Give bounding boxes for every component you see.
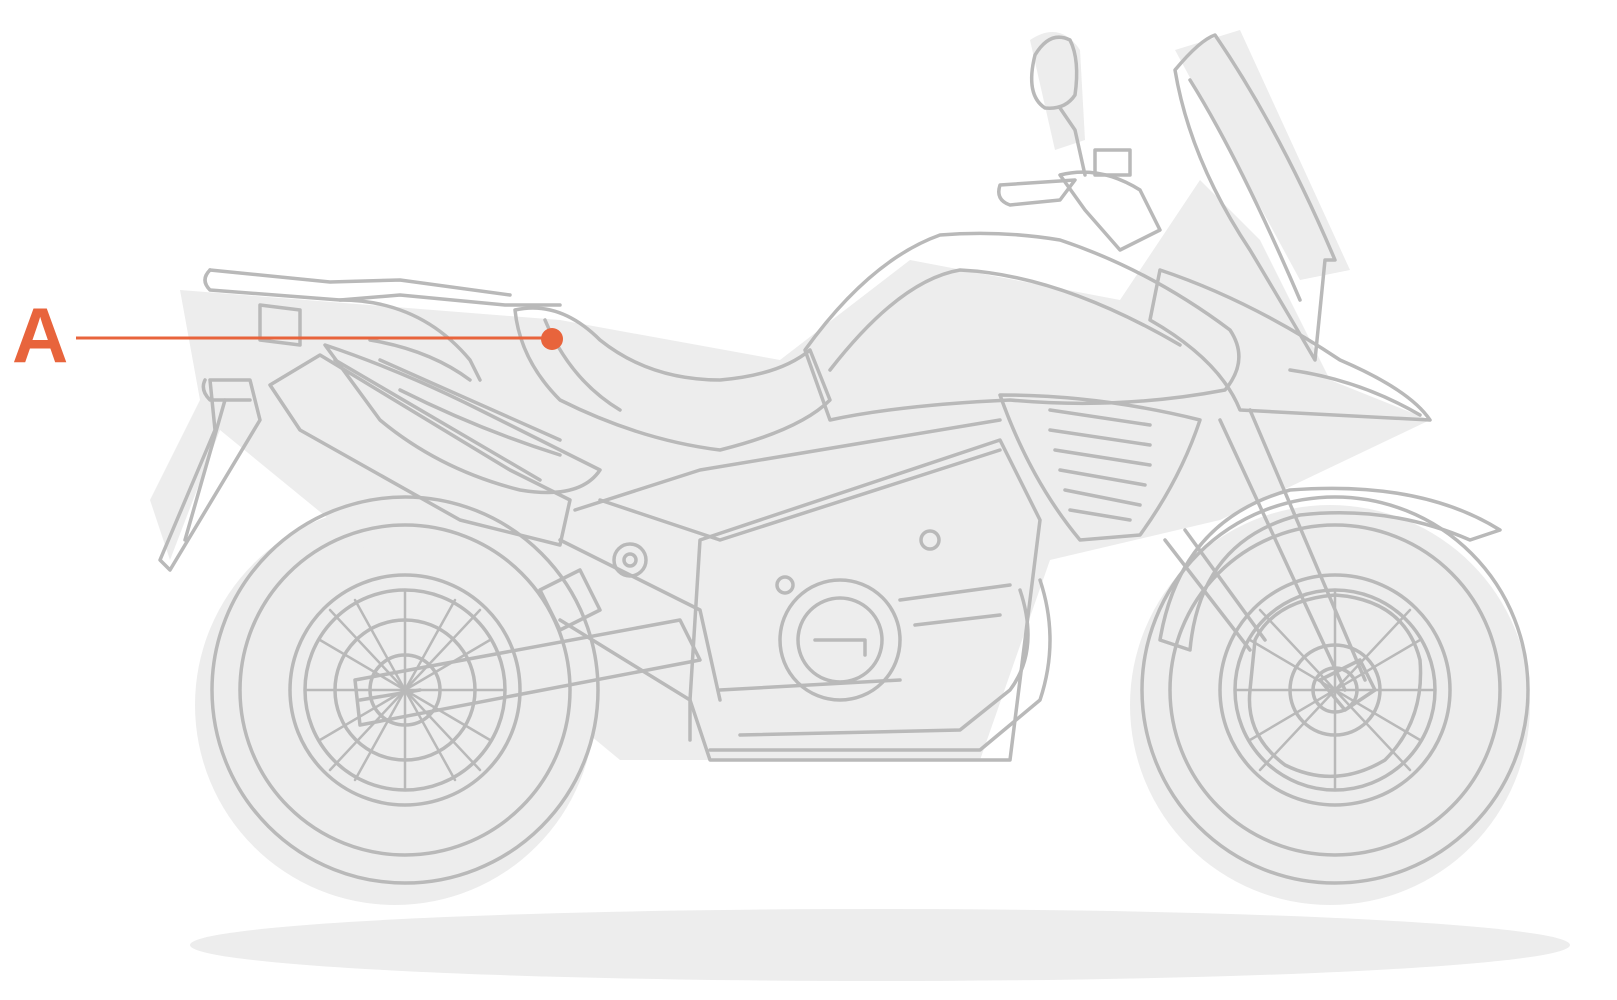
front-wheel-shadow (1130, 505, 1530, 905)
exhaust-headers (708, 578, 1052, 752)
rear-wheel (210, 495, 600, 885)
exhaust-muffler (268, 353, 572, 547)
side-fairing (998, 393, 1202, 542)
callout-label: A (12, 291, 68, 379)
front-fork (1163, 408, 1377, 712)
windscreen-shadow (1175, 30, 1350, 280)
front-fender (1158, 486, 1502, 652)
front-spokes (1233, 588, 1437, 792)
mirror (1029, 35, 1087, 177)
fuel-tank (803, 231, 1241, 422)
callout-marker-dot (541, 328, 563, 350)
front-wheel (1140, 495, 1530, 885)
handlebar (997, 148, 1162, 252)
callout-A: A (12, 291, 563, 379)
front-fairing (1148, 268, 1432, 422)
ground-shadow (190, 909, 1570, 981)
brake-disc (1247, 593, 1423, 779)
shadow-layer (150, 30, 1570, 981)
mirror-shadow (1030, 32, 1085, 150)
outline-layer (158, 33, 1530, 885)
footrest (538, 568, 602, 632)
windscreen (1173, 33, 1337, 362)
rear-rack (203, 268, 562, 382)
rear-fender (158, 378, 262, 572)
swingarm (353, 618, 702, 727)
tail-cover (323, 343, 602, 495)
frame (558, 418, 1002, 742)
rear-spokes (303, 588, 507, 792)
